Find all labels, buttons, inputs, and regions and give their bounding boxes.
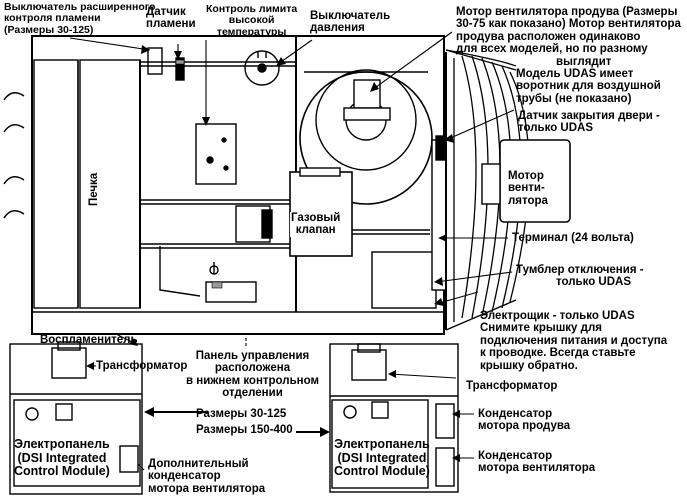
module-right-connector [343,405,357,419]
high-limit-plate [195,123,237,185]
control-panel-note: Панель управления расположена в нижнем к… [186,350,319,400]
igniter-box [205,281,257,303]
fan-capacitor-body [435,447,455,487]
extended-flame-switch-body [147,47,163,75]
control-module-right-board [331,399,429,489]
leader-electrical-box [435,291,479,305]
flame-sensor-label: Датчик пламени [146,6,196,31]
transformer-left-label: Трансформатор [96,360,188,372]
transformer-left-body [51,347,87,379]
control-compartment-right [329,343,459,493]
leader-door-sensor [445,109,515,141]
leader-pressure-switch [277,39,313,65]
control-module-left-label: Электропанель (DSI Integrated Control Mo… [14,437,110,478]
igniter-label: Воспламенитель [40,334,138,346]
flame-sensor-body [175,57,185,81]
extended-flame-switch-label: Выключатель расширенного контроля пламен… [4,1,156,36]
furnace-label: Печка [88,172,100,206]
inducer-motor [353,79,381,109]
aux-fan-capacitor-label: Дополнительный конденсатор мотора вентил… [148,458,266,495]
door-sensor-label: Датчик закрытия двери - только UDAS [518,110,660,135]
aux-fan-capacitor-body [119,445,139,473]
control-compartment-left [9,343,143,495]
inducer-motor-label: Мотор вентилятора продува (Размеры 30-75… [456,6,681,68]
furnace-side-panel [33,59,79,309]
electrical-box-label: Электрощик - только UDAS Снимите крышку … [480,310,668,372]
inducer-capacitor-body [435,403,455,439]
terminal-label: Терминал (24 вольта) [512,232,634,244]
high-limit-control-label: Контроль лимита высокой температуры [206,3,298,38]
terminal-strip [431,139,447,291]
leader-aux-capacitor [137,463,145,471]
pressure-switch-label: Выключатель давления [310,10,391,35]
wire [3,124,25,133]
wire [3,210,25,219]
wire [3,176,25,185]
fan-capacitor-label: Конденсатор мотора вентилятора [478,450,596,475]
inducer-capacitor-label: Конденсатор мотора продува [478,408,571,433]
sizes-150-400-label: Размеры 150-400 [196,424,293,436]
udas-collar-label: Модель UDAS имеет воротник для воздушной… [516,68,661,105]
control-module-left-board [13,399,141,487]
door-sensor [435,135,447,161]
transformer-right-label: Трансформатор [466,380,558,392]
module-left-connector [25,407,39,421]
gas-valve-label: Газовый клапан [290,212,342,237]
leader-extended-flame-switch [69,37,151,51]
leader-transformer-right [389,373,457,379]
electrical-box [371,251,437,309]
leader-inducer-motor [371,31,453,91]
pressure-switch-body [244,50,280,86]
sizes-30-125-label: Размеры 30-125 [196,408,287,420]
toggle-switch-label: Тумблер отключения - только UDAS [516,264,644,289]
leader-toggle [435,271,513,283]
wire [3,92,25,101]
control-module-right-label: Электропанель (DSI Integrated Control Mo… [334,437,430,478]
fan-motor-label: Мотор венти- лятора [508,170,548,207]
transformer-right-body [351,349,387,381]
